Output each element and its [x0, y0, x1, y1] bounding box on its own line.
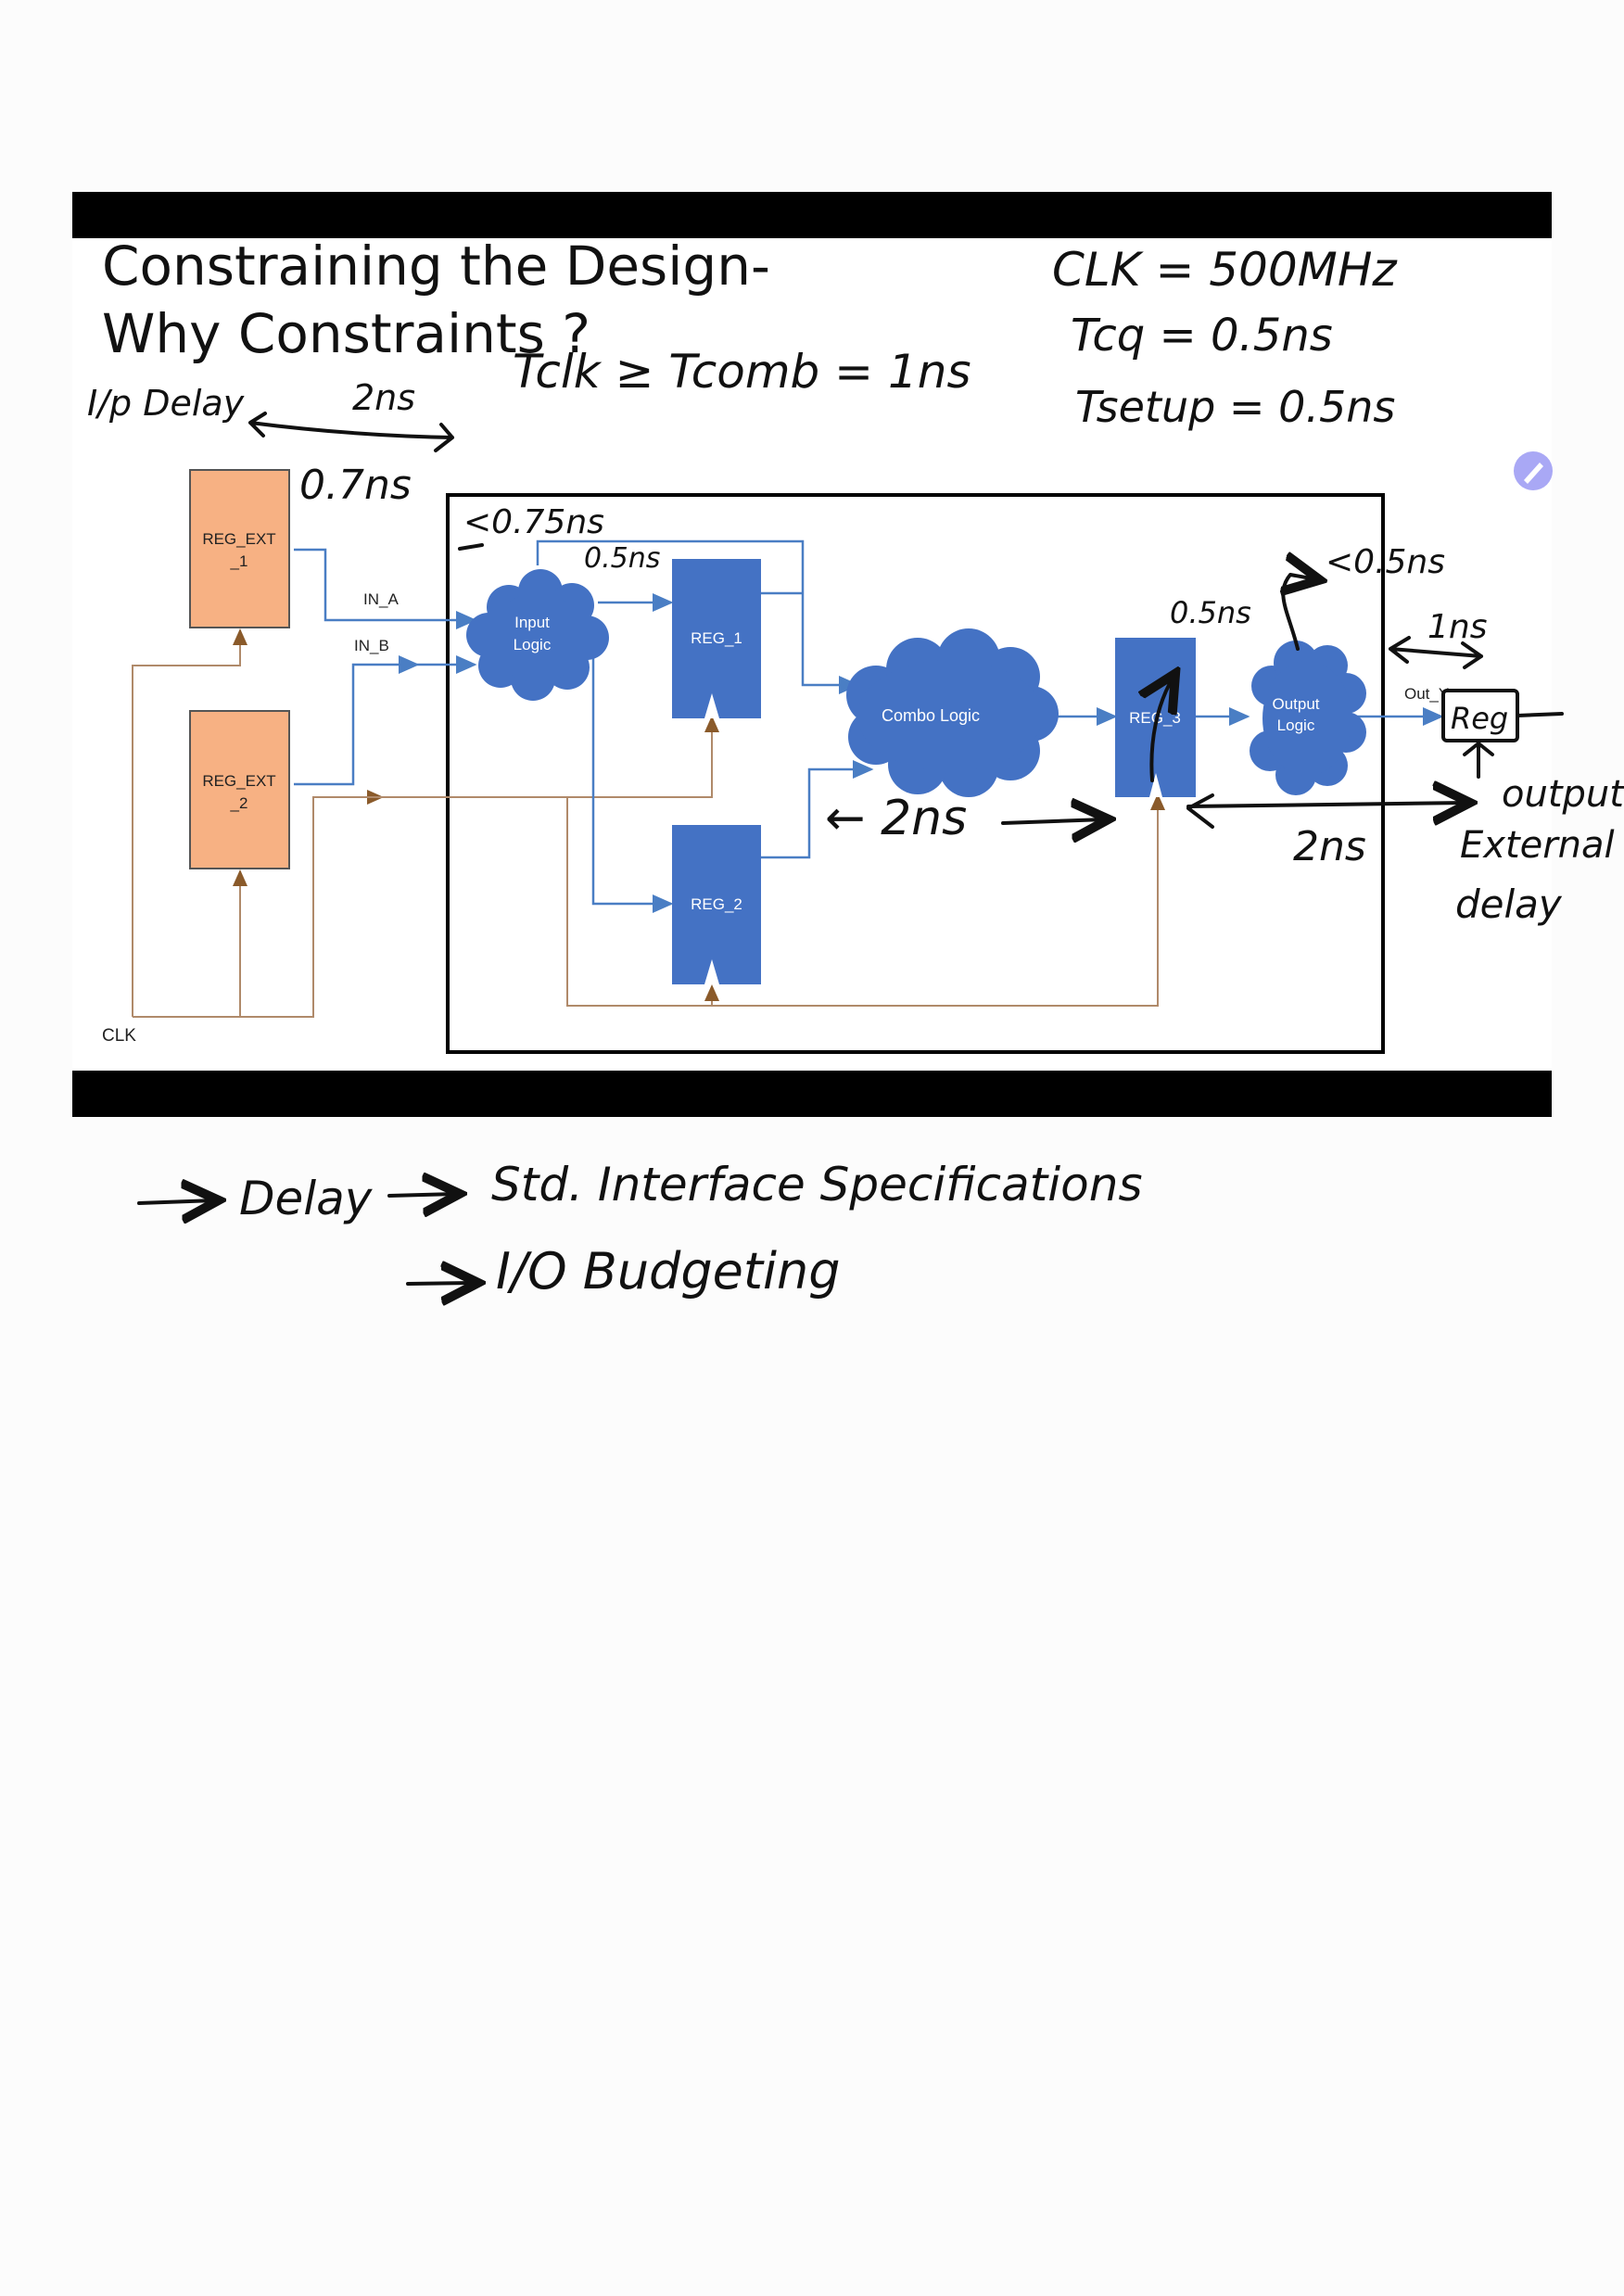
data-wires: [294, 539, 1444, 913]
input-budget-underline: [458, 543, 484, 551]
title-line-1: Constraining the Design-: [102, 235, 770, 298]
delay-note: Delay: [239, 1172, 374, 1225]
output-external-arrow: [1186, 803, 1466, 806]
delay-to-std-arrow: [387, 1194, 456, 1196]
input-logic-delay-note: 0.5ns: [584, 542, 660, 575]
reg-1: REG_1: [672, 559, 761, 718]
ip-delay-arrow: [248, 412, 454, 452]
output-budget-note: <0.5ns: [1326, 543, 1445, 581]
bottom-bar: [72, 1071, 1552, 1117]
reg-2: REG_2: [672, 825, 761, 984]
pen-icon[interactable]: [1514, 451, 1553, 490]
tclk-inequality-note: Tclk ≥ Tcomb = 1ns: [513, 345, 971, 399]
reg-1-label: REG_1: [691, 629, 742, 647]
clk-label: CLK: [102, 1026, 136, 1046]
output-logic-curve-arrow: [1283, 575, 1316, 651]
output-logic-label-a: Output: [1272, 695, 1319, 713]
input-logic-label-a: Input: [514, 614, 550, 631]
std-interface-note: Std. Interface Specifications: [491, 1158, 1143, 1211]
reg-ext-1-label-a: REG_EXT: [202, 530, 275, 548]
output-logic-cloud: Output Logic: [1250, 641, 1366, 795]
io-budget-arrow: [406, 1283, 475, 1284]
output-1ns-arrow: [1389, 636, 1483, 669]
reg-ext-1: REG_EXT _1: [189, 469, 290, 628]
title-line-2: Why Constraints ?: [102, 302, 590, 365]
combo-logic-cloud: Combo Logic: [846, 628, 1059, 797]
output-external-delay-line-3: delay: [1455, 882, 1563, 927]
output-external-arrow-left: [1186, 793, 1214, 829]
output-2ns-note: 2ns: [1293, 823, 1366, 870]
design-boundary: [446, 493, 1385, 1054]
reg-ext-2-label-b: _2: [230, 794, 248, 812]
combo-logic-label: Combo Logic: [882, 706, 980, 725]
clock-network: [132, 628, 1165, 1018]
signal-in-b: IN_B: [354, 637, 389, 654]
signal-out-y: Out_Y: [1404, 685, 1449, 703]
reg-ext-2-label-a: REG_EXT: [202, 772, 275, 790]
reg-ext-1-label-b: _1: [230, 552, 248, 570]
tcq-note: Tcq = 0.5ns: [1071, 310, 1333, 362]
combo-2ns-arrow: [1001, 819, 1105, 823]
ip-delay-note: I/p Delay: [87, 383, 245, 424]
clk-frequency-note: CLK = 500MHz: [1052, 243, 1398, 297]
output-logic-label-b: Logic: [1277, 717, 1315, 734]
ext-input-delay-note: 0.7ns: [299, 462, 412, 509]
output-external-delay-line-1: output: [1502, 773, 1624, 816]
ip-delay-value: 2ns: [352, 377, 415, 418]
top-bar: [72, 192, 1552, 238]
reg-ext-2: REG_EXT _2: [189, 710, 290, 869]
delay-bullet-arrow: [137, 1200, 215, 1203]
input-logic-label-b: Logic: [514, 636, 552, 653]
reg-2-label: REG_2: [691, 895, 742, 913]
reg3-clk-to-q-curve: [1151, 677, 1174, 782]
output-1ns-note: 1ns: [1427, 608, 1487, 646]
reg-sketch-label: Reg: [1451, 701, 1508, 736]
signal-in-a: IN_A: [363, 590, 399, 608]
input-budget-note: <0.75ns: [463, 503, 604, 541]
combo-2ns-note: ← 2ns: [825, 791, 967, 846]
reg-sketch-wire: [1463, 712, 1564, 779]
io-budgeting-note: I/O Budgeting: [496, 1242, 841, 1300]
output-external-delay-line-2: External: [1460, 824, 1615, 867]
tsetup-note: Tsetup = 0.5ns: [1075, 382, 1395, 432]
input-logic-cloud: Input Logic: [466, 569, 609, 701]
reg3-delay-note: 0.5ns: [1170, 595, 1251, 630]
